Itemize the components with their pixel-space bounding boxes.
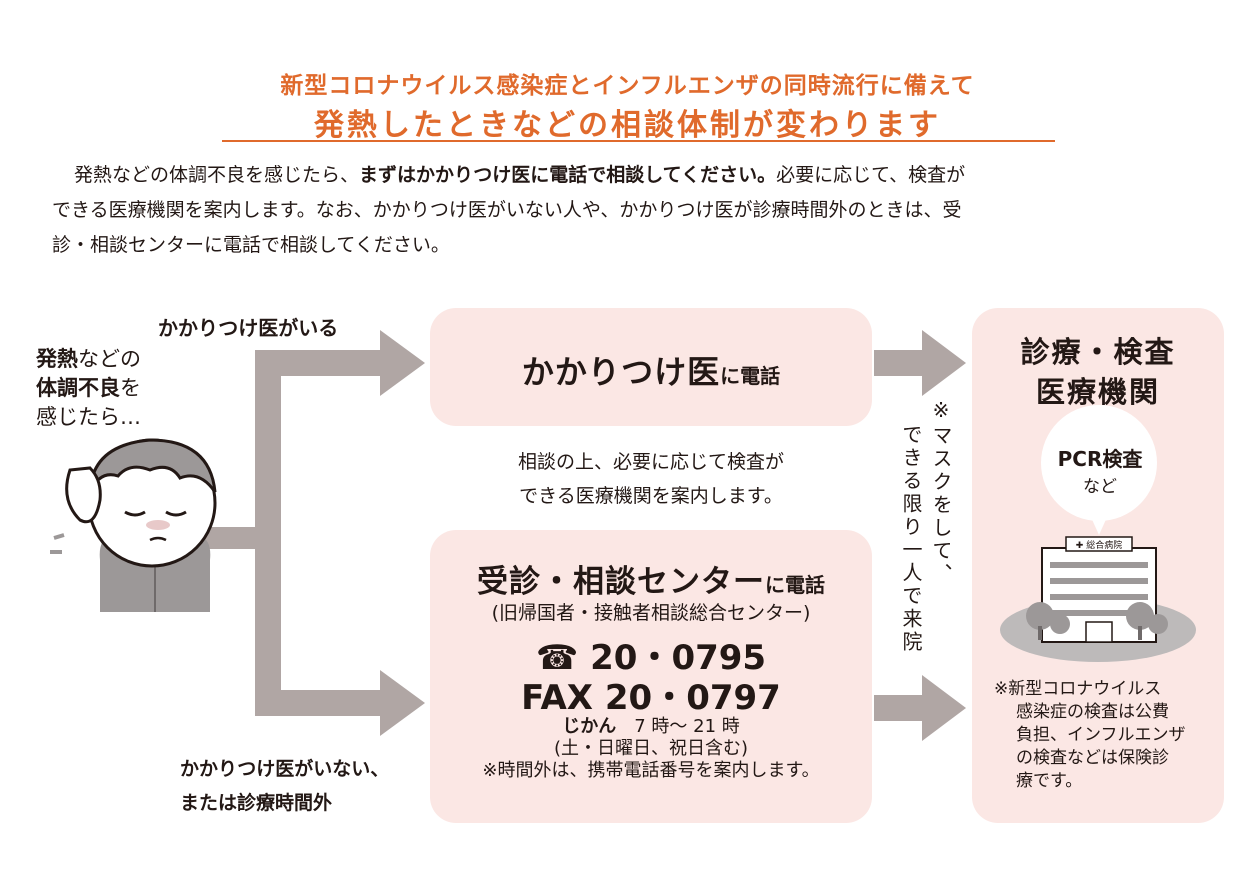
patient-illustration [50,438,217,612]
hospital-title-line: 診療・検査 [1020,335,1176,369]
hospital-note: ※新型コロナウイルス 感染症の検査は公費 負担、インフルエンザ の検査などは保険… [994,678,1209,793]
patient-caption: 発熱などの 体調不良を 感じたら… [36,345,186,432]
arrow-top-branch [255,350,385,376]
hours-note: (土・日曜日、祝日含む) [553,738,749,759]
arrow-doctor-to-hospital [874,350,926,376]
pcr-bubble [1041,405,1157,535]
intro-text: 発熱などの体調不良を感じたら、 [74,164,360,186]
branch-label-no-doctor: かかりつけ医がいない、 または診療時間外 [180,752,389,820]
intro-paragraph: 発熱などの体調不良を感じたら、まずはかかりつけ医に電話で相談してください。必要に… [52,158,1212,263]
mask-note: ※マスクをして、 できる限り一人で来院 [870,398,970,688]
doctor-label: かかりつけ医 [521,353,721,391]
branch-label-has-doctor: かかりつけ医がいる [158,316,339,340]
branch-label-line: かかりつけ医がいない、 [180,758,390,780]
arrow-bottom-branch [255,690,385,716]
hours-value: 7 時～ 21 時 [634,716,740,737]
middle-note-line: できる医療機関を案内します。 [519,485,783,507]
hospital-note-line: ※新型コロナウイルス [994,679,1162,699]
mask-note-col1: ※マスクをして、 [929,398,953,586]
intro-line-3: 診・相談センターに電話で相談してください。 [52,234,450,256]
arrow-trunk [255,350,281,702]
hours-label: じかん [562,716,617,737]
arrow-center-to-hospital [874,695,926,721]
arrow-head-right-bottom [922,675,966,741]
consultation-center-box [430,530,872,823]
hospital-note-line: 感染症の検査は公費 [1016,702,1169,722]
branch-label-line: または診療時間外 [180,792,333,814]
center-box-title: 受診・相談センターに電話 [430,556,872,601]
pcr-test-label: PCR検査 [1057,447,1143,471]
center-fax: FAX 20・0797 [430,670,872,719]
intro-text: 必要に応じて、検査が [776,164,966,186]
arrow-head-right-top [922,330,966,396]
intro-line-2: できる医療機関を案内します。なお、かかりつけ医がいない人や、かかりつけ医が診療時… [52,199,962,221]
patient-text: を [120,376,141,400]
after-hours-note: ※時間外は、携帯電話番号を案内します。 [482,760,820,781]
center-call-suffix: に電話 [765,573,825,597]
phone-number: 20・0795 [590,638,767,678]
header-subtitle: 新型コロナウイルス感染症とインフルエンザの同時流行に備えて [280,73,975,99]
center-hours: じかん 7 時～ 21 時 (土・日曜日、祝日含む) ※時間外は、携帯電話番号を案… [430,716,872,782]
doctor-box-title: かかりつけ医に電話 [430,347,872,393]
hospital-title: 診療・検査 医療機関 [972,332,1224,412]
doctor-box [430,308,872,426]
hospital-title-line: 医療機関 [1035,375,1160,409]
patient-text: 感じたら… [36,405,141,429]
fax-label: FAX [521,678,594,718]
center-phone: ☎ 20・0795 [430,630,872,679]
phone-icon: ☎ [535,638,579,678]
center-label: 受診・相談センター [477,564,765,600]
middle-note: 相談の上、必要に応じて検査が できる医療機関を案内します。 [430,445,872,513]
hospital-note-line: の検査などは保険診 [1016,748,1169,768]
fax-number: 20・0797 [604,678,781,718]
intro-emphasis: まずはかかりつけ医に電話で相談してください。 [359,164,777,186]
hospital-note-line: 療です。 [1016,771,1083,791]
patient-illness: 体調不良 [36,376,120,400]
page-title: 発熱したときなどの相談体制が変わります [314,108,941,143]
mask-note-col2: できる限り一人で来院 [899,424,923,654]
arrow-head-top [380,330,425,396]
center-subtitle: (旧帰国者・接触者相談総合センター) [491,602,811,624]
patient-text: などの [78,347,141,371]
doctor-call-suffix: に電話 [720,364,781,388]
middle-note-line: 相談の上、必要に応じて検査が [517,451,784,473]
building-sign: ✚ 総合病院 [1076,539,1122,551]
hospital-illustration: ✚ 総合病院 [1000,536,1196,662]
pcr-test-etc: など [1083,477,1117,497]
title-underline [222,140,1055,142]
arrow-head-bottom [380,670,425,736]
patient-fever: 発熱 [36,347,78,371]
hospital-note-line: 負担、インフルエンザ [1016,725,1186,745]
arrow-stem [200,527,260,549]
intro-line-1: 発熱などの体調不良を感じたら、まずはかかりつけ医に電話で相談してください。必要に… [52,158,1212,193]
